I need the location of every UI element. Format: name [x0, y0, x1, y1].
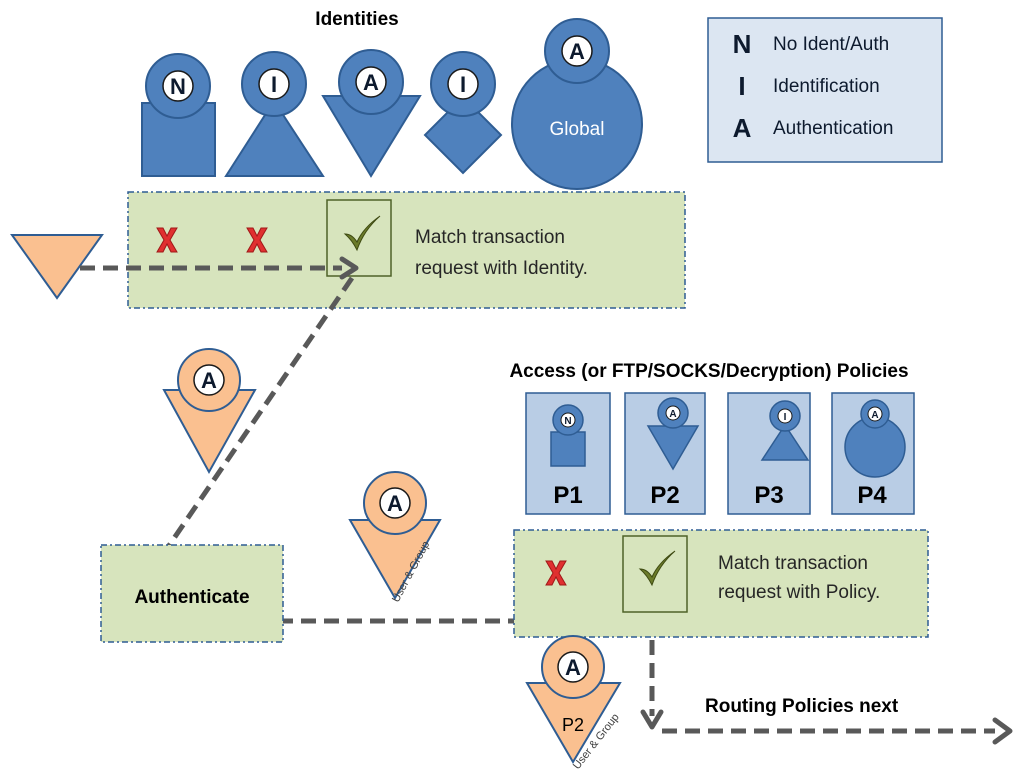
authenticated-user-figure: A: [162, 348, 257, 475]
user-letter: A: [565, 655, 581, 680]
authenticate-label: Authenticate: [134, 587, 249, 608]
arrow-identity-to-authenticate: [152, 276, 355, 568]
legend-text: Identification: [773, 76, 880, 97]
identity-letter: I: [460, 72, 466, 97]
identity-a-triangle-down: A: [321, 49, 422, 178]
identity-letter: A: [363, 70, 379, 95]
policy-card-p1: N P1: [525, 392, 611, 515]
flow-arrows: [80, 265, 995, 734]
match-text-line-1: Match transaction: [415, 227, 565, 248]
policy-label: P4: [857, 482, 887, 509]
policy-card-p2: A P2: [624, 392, 706, 515]
user-group-figure: A User & Group: [348, 471, 442, 604]
match-text-line-1: Match transaction: [718, 553, 868, 574]
identity-n-square: N: [141, 53, 216, 177]
user-letter: A: [201, 368, 217, 393]
policy-match-panel: Match transaction request with Policy.: [513, 529, 929, 638]
identity-global: A Global: [511, 18, 643, 190]
policy-letter: N: [564, 416, 571, 427]
legend-key: A: [733, 113, 752, 143]
user-letter: A: [387, 491, 403, 516]
legend-text: No Ident/Auth: [773, 34, 889, 55]
policies-title: Access (or FTP/SOCKS/Decryption) Policie…: [509, 361, 908, 382]
identity-match-panel: Match transaction request with Identity.: [127, 191, 686, 309]
policy-card-p3: I P3: [727, 392, 811, 515]
identity-letter: I: [271, 72, 277, 97]
legend: N No Ident/Auth I Identification A Authe…: [707, 17, 943, 163]
policy-letter: A: [871, 410, 878, 421]
policy-letter: A: [669, 409, 676, 420]
identity-letter: A: [569, 39, 585, 64]
routing-policies-label: Routing Policies next: [705, 696, 899, 717]
match-text-line-2: request with Policy.: [718, 582, 880, 603]
policy-label: P2: [650, 482, 679, 509]
result-policy-label: P2: [562, 715, 584, 735]
legend-text: Authentication: [773, 118, 893, 139]
legend-key: I: [738, 71, 745, 101]
identity-i-triangle-up: I: [224, 51, 325, 177]
legend-key: N: [733, 29, 752, 59]
policy-label: P1: [553, 482, 582, 509]
policy-letter: I: [784, 412, 787, 423]
global-label: Global: [550, 119, 605, 140]
policy-label: P3: [754, 482, 783, 509]
incoming-request-triangle: [10, 234, 104, 300]
match-text-line-2: request with Identity.: [415, 258, 588, 279]
identity-letter: N: [170, 74, 186, 99]
identity-i-diamond: I: [423, 51, 503, 175]
identities-title: Identities: [315, 9, 398, 30]
authenticate-box: Authenticate: [100, 544, 284, 643]
result-user-figure: A P2 User & Group: [525, 635, 622, 772]
policy-card-p4: A P4: [831, 392, 915, 515]
